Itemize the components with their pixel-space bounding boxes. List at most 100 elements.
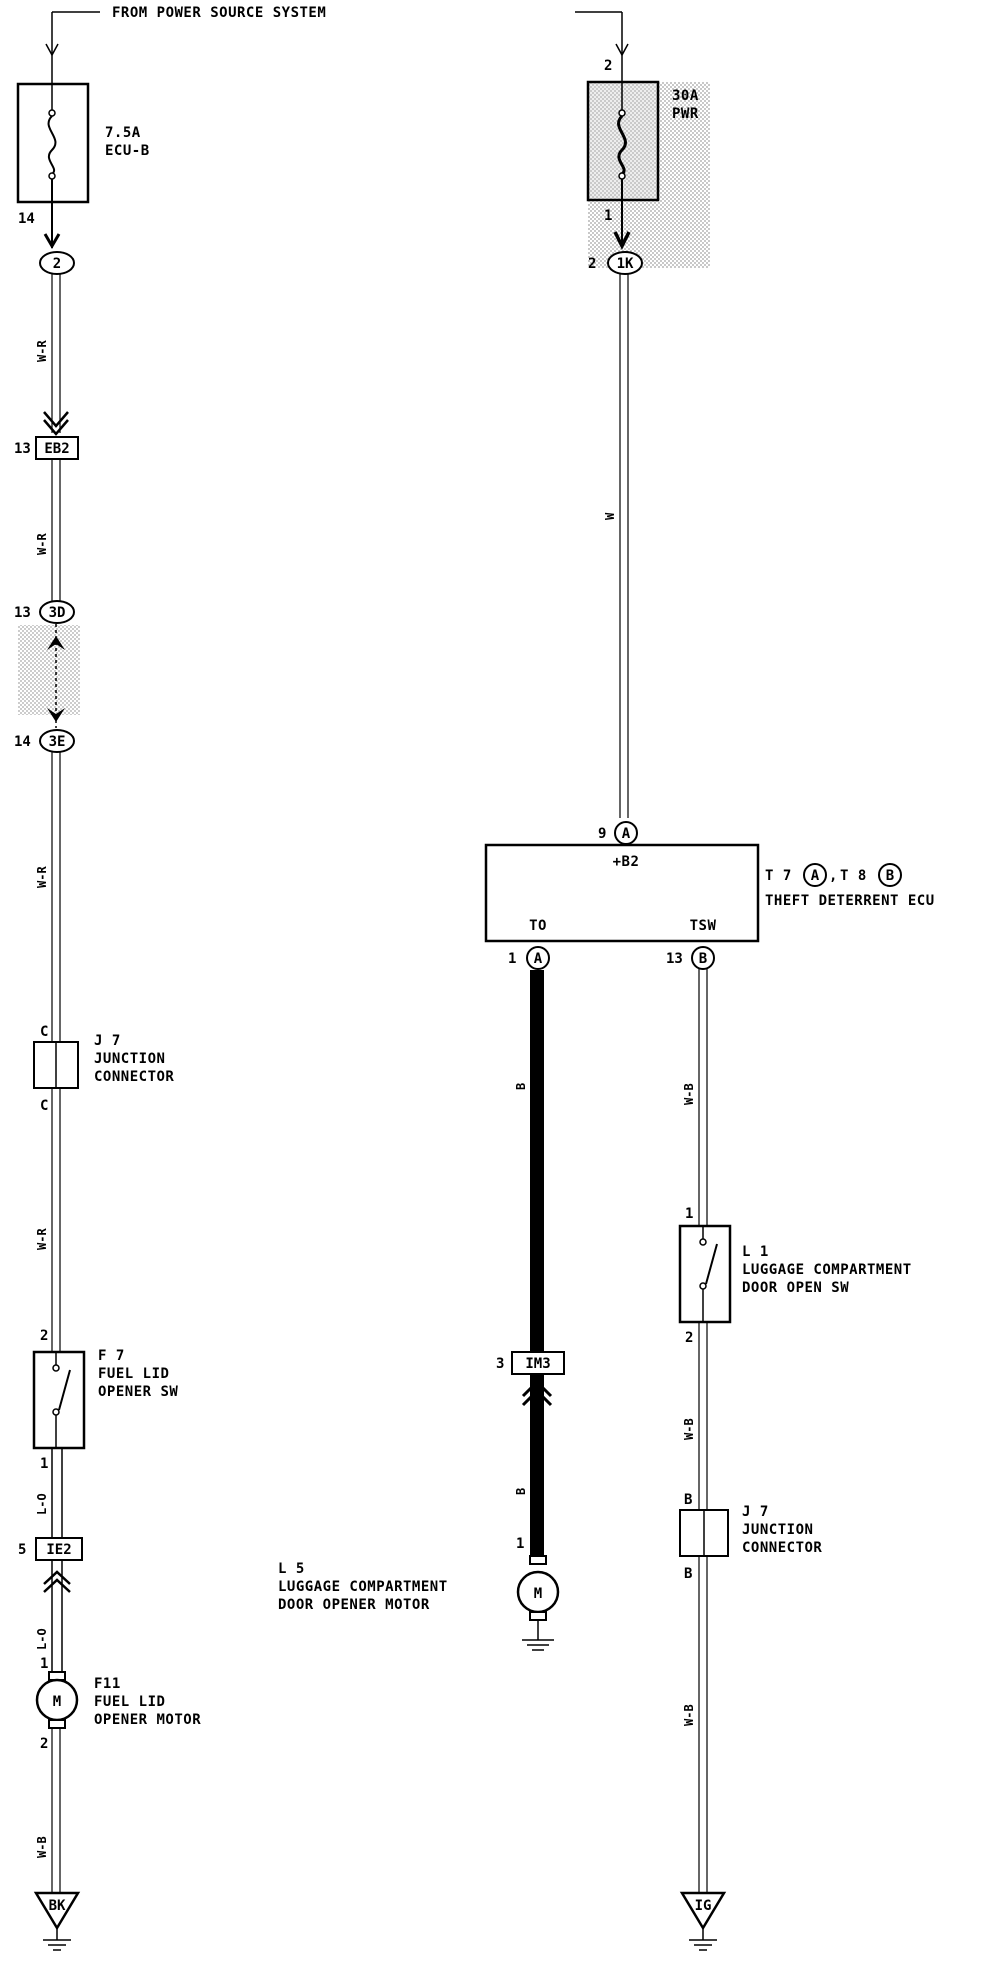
pwr-shading [588, 82, 710, 268]
pwr-source-lead [575, 11, 629, 57]
l5-id: L 5 [278, 1561, 305, 1577]
wire-left-2 [51, 459, 61, 601]
connector-eb2-pin: 13 [14, 441, 31, 457]
wire-middle-b-1 [530, 970, 544, 1352]
connector-3e-oval [39, 729, 75, 753]
ecu-to-label: TO [529, 918, 547, 934]
f11-line2: OPENER MOTOR [94, 1712, 201, 1728]
connector-3d-label: 3D [49, 605, 66, 621]
wire-label-wr-3: W-R [35, 866, 49, 888]
wire-label-lo-1: L-O [35, 1493, 49, 1515]
j7-left-pin-bottom: C [40, 1098, 48, 1114]
l1-line1: LUGGAGE COMPARTMENT [742, 1262, 912, 1278]
connector-3e-label: 3E [49, 734, 66, 750]
wire-left-1 [43, 274, 69, 436]
wire-label-wb-3: W-B [682, 1704, 696, 1726]
fuse-pwr-pin-in: 2 [604, 58, 612, 74]
source-lead [45, 11, 100, 57]
l5-motor-label: M [534, 1586, 542, 1602]
wire-label-wr-2: W-R [35, 533, 49, 555]
wire-label-wr-1: W-R [35, 340, 49, 362]
ecu-conn-to-circle [526, 946, 550, 970]
ecu-conn-b-label: B [886, 868, 894, 884]
fuse-ecub-pin: 14 [18, 211, 35, 227]
fuse-ecub-name: ECU-B [105, 143, 150, 159]
l1-line2: DOOR OPEN SW [742, 1280, 849, 1296]
wire-label-wb-1: W-B [682, 1083, 696, 1105]
wire-label-w: W [603, 512, 617, 520]
power-source-label: FROM POWER SOURCE SYSTEM [112, 5, 326, 21]
j7-right-id: J 7 [742, 1504, 769, 1520]
wire-label-lo-2: L-O [35, 1628, 49, 1650]
connector-1k-pin: 2 [588, 256, 596, 272]
f7-line2: OPENER SW [98, 1384, 178, 1400]
ground-ig-label: IG [695, 1898, 712, 1914]
fuse-pwr [586, 55, 660, 250]
connector-2-label: 2 [53, 256, 61, 272]
f11-motor-label: M [53, 1694, 61, 1710]
j7-right-pin-bottom: B [684, 1566, 692, 1582]
fuse-ecub [16, 55, 90, 249]
wire-label-wb-2: W-B [682, 1418, 696, 1440]
wire-left-7 [51, 1728, 61, 1893]
connector-1k-oval [607, 251, 643, 275]
ecu-conn-b-circle [878, 863, 902, 887]
j7-left-line2: CONNECTOR [94, 1069, 174, 1085]
f11-pin-top: 1 [40, 1656, 48, 1672]
ecu-pin-b2: 9 [598, 826, 606, 842]
ecu-name: THEFT DETERRENT ECU [765, 893, 935, 909]
f11-id: F11 [94, 1676, 121, 1692]
ground-ig-icon [689, 1928, 717, 1951]
j7-left-line1: JUNCTION [94, 1051, 165, 1067]
fuse-pwr-pin-out: 1 [604, 208, 612, 224]
ecu-pin-tsw: 13 [666, 951, 683, 967]
l1-switch-box [678, 1224, 732, 1324]
wire-left-4 [51, 1088, 61, 1352]
fuse-pwr-name: PWR [672, 106, 699, 122]
connector-3e-pin: 14 [14, 734, 31, 750]
connector-ie2-label: IE2 [46, 1542, 71, 1558]
f7-line1: FUEL LID [98, 1366, 169, 1382]
f7-pin-top: 2 [40, 1328, 48, 1344]
ecu-conn-b2-label: A [622, 826, 631, 842]
ecu-b2-label: +B2 [613, 854, 640, 870]
connector-1k-label: 1K [617, 256, 634, 272]
f7-id: F 7 [98, 1348, 125, 1364]
wire-label-wb-left: W-B [35, 1836, 49, 1858]
ecu-prefix-a: T 7 [765, 868, 792, 884]
connector-3d-oval [39, 600, 75, 624]
ground-bk-triangle [33, 1891, 81, 1931]
ecu-conn-a-circle [803, 863, 827, 887]
connector-im3-label: IM3 [525, 1356, 550, 1372]
j7-right-pin-top: B [684, 1492, 692, 1508]
l5-line1: LUGGAGE COMPARTMENT [278, 1579, 448, 1595]
connector-im3-pin: 3 [496, 1356, 504, 1372]
l5-line2: DOOR OPENER MOTOR [278, 1597, 430, 1613]
connector-3d-3e-link [47, 624, 65, 728]
f11-pin-bottom: 2 [40, 1736, 48, 1752]
fuse-pwr-rating: 30A [672, 88, 699, 104]
connector-shading-left [18, 625, 80, 715]
connector-ie2-box [35, 1537, 83, 1561]
ground-ig-triangle [679, 1891, 727, 1931]
ecu-pin-to: 1 [508, 951, 516, 967]
j7-right-line1: JUNCTION [742, 1522, 813, 1538]
ecu-separator: , [829, 868, 838, 884]
wire-left-6 [43, 1560, 71, 1672]
wire-middle-b-2 [521, 1374, 553, 1556]
theft-deterrent-ecu-box [484, 843, 760, 943]
connector-eb2-label: EB2 [44, 441, 69, 457]
ecu-tsw-label: TSW [690, 918, 717, 934]
wire-label-b-2: B [514, 1488, 528, 1495]
l5-pin: 1 [516, 1536, 524, 1552]
ecu-conn-tsw-circle [691, 946, 715, 970]
ecu-conn-to-label: A [534, 951, 543, 967]
l1-pin-top: 1 [685, 1206, 693, 1222]
wire-label-wr-4: W-R [35, 1228, 49, 1250]
j7-left-id: J 7 [94, 1033, 121, 1049]
f7-pin-bottom: 1 [40, 1456, 48, 1472]
f11-motor-symbol [35, 1671, 79, 1729]
ecu-conn-tsw-label: B [699, 951, 707, 967]
connector-eb2-box [35, 436, 79, 460]
